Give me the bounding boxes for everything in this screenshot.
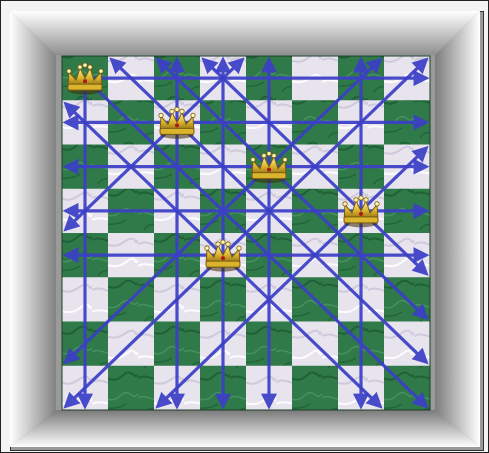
board-square-r7-c5[interactable] — [292, 366, 339, 411]
board-square-r7-c1[interactable] — [108, 366, 155, 411]
